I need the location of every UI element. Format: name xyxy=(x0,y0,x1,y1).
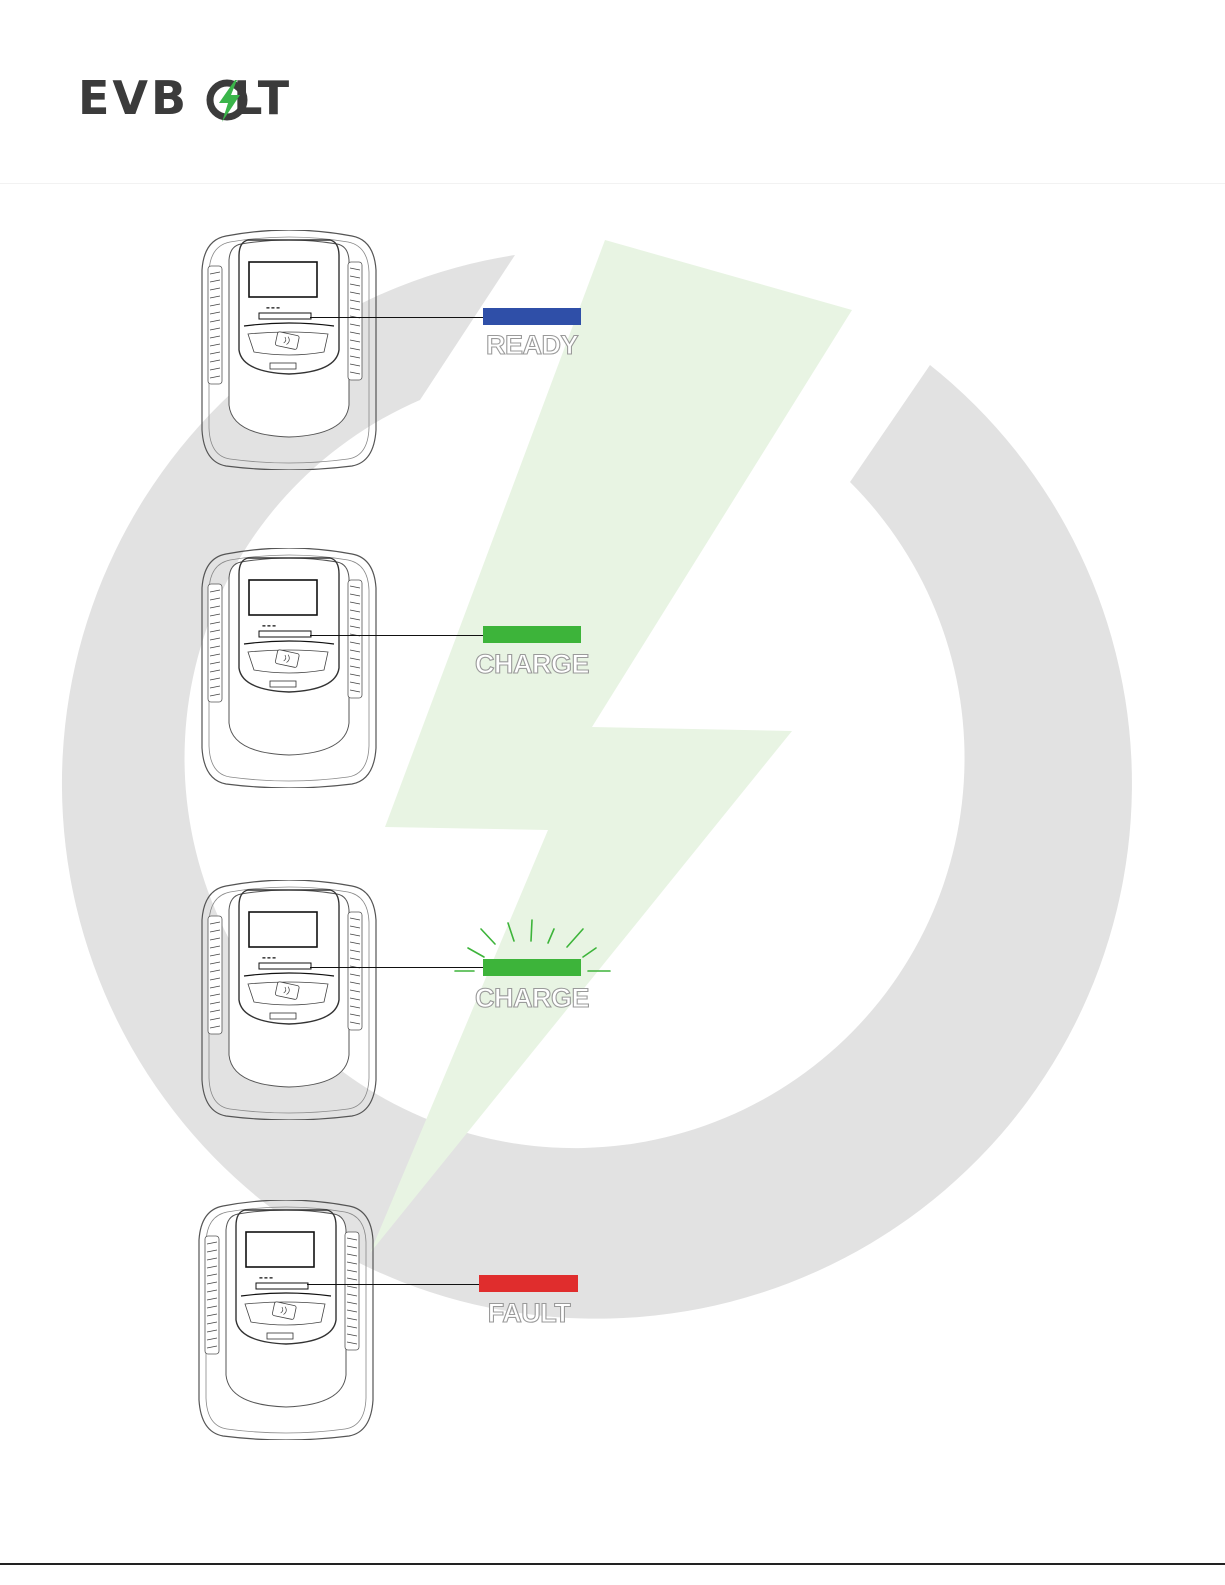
charger-outline: ▬ ▬ ▬ xyxy=(196,548,382,788)
svg-text:▬ ▬ ▬: ▬ ▬ ▬ xyxy=(262,623,276,628)
charger-illustration: ▬ ▬ ▬ xyxy=(196,230,382,470)
svg-text:▬ ▬ ▬: ▬ ▬ ▬ xyxy=(262,955,276,960)
status-light-charge-blinking xyxy=(483,959,581,976)
charger-outline: ▬ ▬ ▬ xyxy=(196,230,382,470)
charger-illustration: ▬ ▬ ▬ xyxy=(196,548,382,788)
status-light-fault xyxy=(479,1275,578,1292)
status-light-charge xyxy=(483,626,581,643)
svg-text:▬ ▬ ▬: ▬ ▬ ▬ xyxy=(266,305,280,310)
charger-illustration: ▬ ▬ ▬ xyxy=(196,880,382,1120)
leader-line xyxy=(310,635,484,636)
status-label-fault: FAULT xyxy=(459,1298,599,1328)
charger-outline: ▬ ▬ ▬ xyxy=(193,1200,379,1440)
svg-text:▬ ▬ ▬: ▬ ▬ ▬ xyxy=(259,1275,273,1280)
logo-text-part: EVB xyxy=(78,71,189,125)
leader-line xyxy=(310,317,484,318)
leader-line xyxy=(310,967,484,968)
footer-rule xyxy=(0,1563,1225,1565)
logo-bolt-icon xyxy=(205,78,255,122)
status-label-charge: CHARGE xyxy=(462,649,602,679)
status-light-ready xyxy=(483,308,581,325)
charger-outline: ▬ ▬ ▬ xyxy=(196,880,382,1120)
status-label-charge-blinking: CHARGE xyxy=(462,983,602,1013)
status-label-ready: READY xyxy=(462,330,602,360)
charger-illustration: ▬ ▬ ▬ xyxy=(193,1200,379,1440)
leader-line xyxy=(307,1284,481,1285)
header-rule xyxy=(0,183,1225,184)
